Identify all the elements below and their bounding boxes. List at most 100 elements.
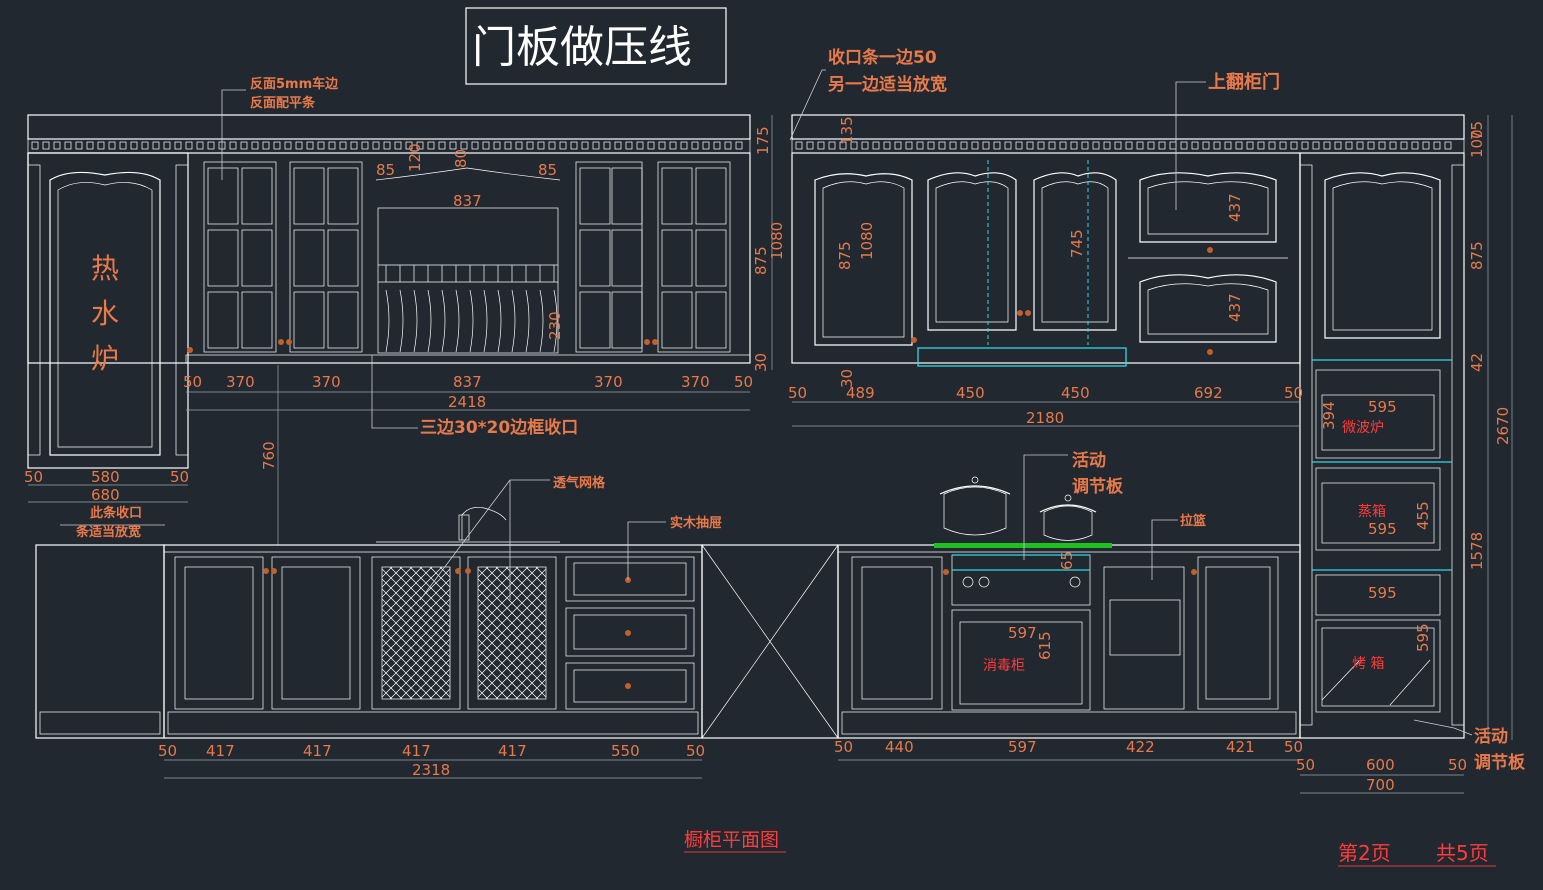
ur-total: 2180 xyxy=(1026,409,1064,427)
ll-dim-4: 417 xyxy=(498,742,527,760)
ur-inner-5: 30 xyxy=(838,369,856,388)
heater-dim-2: 50 xyxy=(170,468,189,486)
microwave-label: 微波炉 xyxy=(1342,420,1384,436)
anno-trim-strip-2: 另一边适当放宽 xyxy=(828,74,947,95)
heater-total: 680 xyxy=(91,486,120,504)
lower-left-cabinets xyxy=(35,506,839,739)
disinfect-label: 消毒柜 xyxy=(983,658,1025,674)
ll-dim-2: 417 xyxy=(303,742,332,760)
tall-right-2: 875 xyxy=(1468,241,1486,270)
tall-inner-5: 595 xyxy=(1414,623,1432,652)
lr-dim-4: 421 xyxy=(1226,738,1255,756)
heater-label-1: 热 xyxy=(91,252,119,285)
ll-total: 2318 xyxy=(412,761,450,779)
rack-dim-1: 120 xyxy=(406,143,424,172)
anno-vent-grid: 透气网格 xyxy=(553,475,606,491)
heater-label-3: 炉 xyxy=(91,342,119,375)
tall-right-1: 100 xyxy=(1468,129,1486,158)
title-frame xyxy=(465,7,727,85)
anno-back-5mm: 反面5mm车边 xyxy=(250,76,339,92)
heater-label-2: 水 xyxy=(91,297,119,330)
rack-dim-2: 80 xyxy=(452,149,470,168)
lr-inner-2: 65 xyxy=(1058,551,1076,570)
lower-left-annotations: 透气网格 实木抽屉 xyxy=(419,475,722,601)
tall-bottom-2: 50 xyxy=(1448,756,1467,774)
heater-dim-1: 580 xyxy=(91,468,120,486)
tall-right-0: 75 xyxy=(1468,121,1486,140)
lr-dim-1: 440 xyxy=(885,738,914,756)
lr-dim-5: 50 xyxy=(1284,738,1303,756)
tall-inner-0: 595 xyxy=(1368,398,1397,416)
ur-dim-0: 50 xyxy=(788,384,807,402)
anno-adj-board-r2: 调节板 xyxy=(1474,752,1526,773)
ll-dim-0: 50 xyxy=(158,742,177,760)
ul-right-2: 875 xyxy=(752,246,770,275)
lower-right-annotations: 活动 调节板 拉篮 活动 调节板 xyxy=(1023,450,1526,773)
heater-dim-0: 50 xyxy=(24,468,43,486)
ur-inner-2: 745 xyxy=(1068,229,1086,258)
tall-right-4: 2670 xyxy=(1494,407,1512,445)
rack-dim-3: 85 xyxy=(538,161,557,179)
ur-inner-3: 437 xyxy=(1226,193,1244,222)
anno-flip-door: 上翻柜门 xyxy=(1208,71,1280,93)
steamer-label: 蒸箱 xyxy=(1358,504,1386,520)
tall-cabinet-right: 微波炉 蒸箱 烤 箱 xyxy=(1299,152,1465,739)
upper-left-annotations: 反面5mm车边 反面配平条 三边30*20边框收口 此条收口 条适当放宽 xyxy=(60,76,578,540)
tall-right-5: 1578 xyxy=(1468,532,1486,570)
tall-inner-3: 455 xyxy=(1414,501,1432,530)
ur-inner-1: 1080 xyxy=(858,222,876,260)
ul-dim-6: 50 xyxy=(734,373,753,391)
drawing-name: 橱柜平面图 xyxy=(684,829,779,851)
ll-dim-1: 417 xyxy=(206,742,235,760)
ur-inner-0: 875 xyxy=(836,241,854,270)
ur-dim-2: 450 xyxy=(956,384,985,402)
ul-right-3: 30 xyxy=(752,353,770,372)
tall-inner-4: 595 xyxy=(1368,584,1397,602)
ul-total: 2418 xyxy=(448,393,486,411)
page-number: 第2页 xyxy=(1338,841,1391,865)
anno-this-trim-1: 此条收口 xyxy=(90,505,142,521)
lr-dim-2: 597 xyxy=(1008,738,1037,756)
lower-right-dimensions: 50 440 597 422 421 50 597 615 65 50 600 … xyxy=(834,551,1467,794)
upper-right-annotations: 收口条一边50 另一边适当放宽 上翻柜门 xyxy=(789,47,1280,210)
upper-left-dimensions: 50 370 370 837 370 370 50 2418 50 580 50… xyxy=(24,115,786,545)
gap-760: 760 xyxy=(260,441,278,470)
ll-dim-5: 550 xyxy=(611,742,640,760)
lower-left-dimensions: 50 417 417 417 417 550 50 2318 xyxy=(158,742,705,779)
anno-trim-strip-1: 收口条一边50 xyxy=(828,47,937,68)
ll-dim-3: 417 xyxy=(402,742,431,760)
tall-inner-2: 595 xyxy=(1368,520,1397,538)
anno-edge-trim: 三边30*20边框收口 xyxy=(420,417,578,438)
lr-dim-0: 50 xyxy=(834,738,853,756)
anno-adj-board-r1: 活动 xyxy=(1474,726,1508,747)
oven-label: 烤 箱 xyxy=(1352,656,1384,672)
ul-dim-4: 370 xyxy=(594,373,623,391)
anno-basket: 拉篮 xyxy=(1180,513,1206,529)
upper-right-dimensions: 50 489 450 450 692 50 2180 875 1080 745 … xyxy=(788,115,1513,740)
ur-dim-4: 692 xyxy=(1194,384,1223,402)
drawing-title: 门板做压线 xyxy=(472,22,692,73)
tall-right-3: 42 xyxy=(1468,353,1486,372)
page-total: 共5页 xyxy=(1436,841,1489,865)
ul-dim-1: 370 xyxy=(226,373,255,391)
rack-inner: 230 xyxy=(546,311,564,340)
anno-back-strip: 反面配平条 xyxy=(250,95,316,111)
anno-solid-drawer: 实木抽屉 xyxy=(670,515,722,531)
lower-right-cabinets: 消毒柜 xyxy=(837,476,1301,739)
ur-dim-5: 50 xyxy=(1284,384,1303,402)
tall-bottom-1: 600 xyxy=(1366,756,1395,774)
ul-dim-3: 837 xyxy=(453,373,482,391)
lr-inner-0: 597 xyxy=(1008,624,1037,642)
ur-inner-4: 437 xyxy=(1226,293,1244,322)
ul-right-0: 175 xyxy=(754,126,772,155)
tall-total: 700 xyxy=(1366,776,1395,794)
lr-inner-1: 615 xyxy=(1036,631,1054,660)
ll-dim-6: 50 xyxy=(686,742,705,760)
ul-dim-5: 370 xyxy=(681,373,710,391)
lr-dim-3: 422 xyxy=(1126,738,1155,756)
anno-this-trim-2: 条适当放宽 xyxy=(76,524,141,540)
ur-top: 135 xyxy=(838,116,856,145)
ur-dim-1: 489 xyxy=(846,384,875,402)
rack-dim-0: 85 xyxy=(376,161,395,179)
